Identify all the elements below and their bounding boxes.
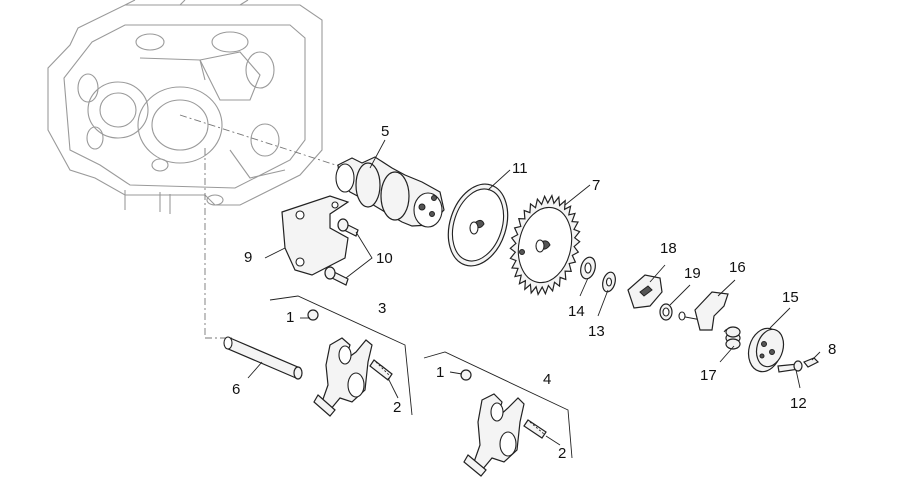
callout-3: 3 (378, 300, 386, 317)
screw-drawing (777, 360, 803, 373)
group-bracket (269, 295, 573, 459)
camshaft-drawing (335, 156, 445, 228)
callout-12: 12 (790, 395, 807, 412)
callout-2-lower: 2 (558, 445, 566, 462)
callout-18: 18 (660, 240, 677, 257)
callout-10: 10 (376, 250, 393, 267)
callout-13: 13 (588, 323, 605, 340)
decompressor-weight-drawing (678, 291, 729, 331)
o-ring-drawing (659, 303, 673, 321)
rocker-arm-drawing-lower (460, 369, 547, 477)
callout-16: 16 (729, 259, 746, 276)
bracket-plate-drawing (281, 195, 350, 276)
small-screw-drawing (803, 357, 820, 368)
callout-9: 9 (244, 249, 252, 266)
callout-1-lower: 1 (436, 364, 444, 381)
callout-8: 8 (828, 341, 836, 358)
washer-drawing (580, 256, 616, 293)
rocker-arm-drawing (307, 309, 393, 417)
callout-19: 19 (684, 265, 701, 282)
sprocket-drawing (509, 194, 581, 296)
callout-15: 15 (782, 289, 799, 306)
callout-11: 11 (512, 160, 528, 177)
cylinder-head-drawing (47, 0, 323, 214)
callout-1-upper: 1 (286, 309, 294, 326)
leader-lines (247, 139, 821, 446)
callout-4: 4 (543, 371, 551, 388)
decompressor-lever-drawing (627, 274, 663, 309)
plate-drawing (447, 183, 509, 267)
callout-7: 7 (592, 177, 600, 194)
callout-14: 14 (568, 303, 585, 320)
callout-5: 5 (381, 123, 389, 140)
callout-labels: 5 11 7 9 10 18 19 16 15 14 13 8 17 12 3 … (232, 123, 836, 462)
cover-disc-drawing (747, 327, 785, 373)
spring-drawing (723, 326, 741, 350)
callout-2-upper: 2 (393, 399, 401, 416)
rocker-shaft-drawing (223, 336, 303, 380)
bolt-drawing (324, 218, 359, 286)
callout-17: 17 (700, 367, 717, 384)
callout-6: 6 (232, 381, 240, 398)
